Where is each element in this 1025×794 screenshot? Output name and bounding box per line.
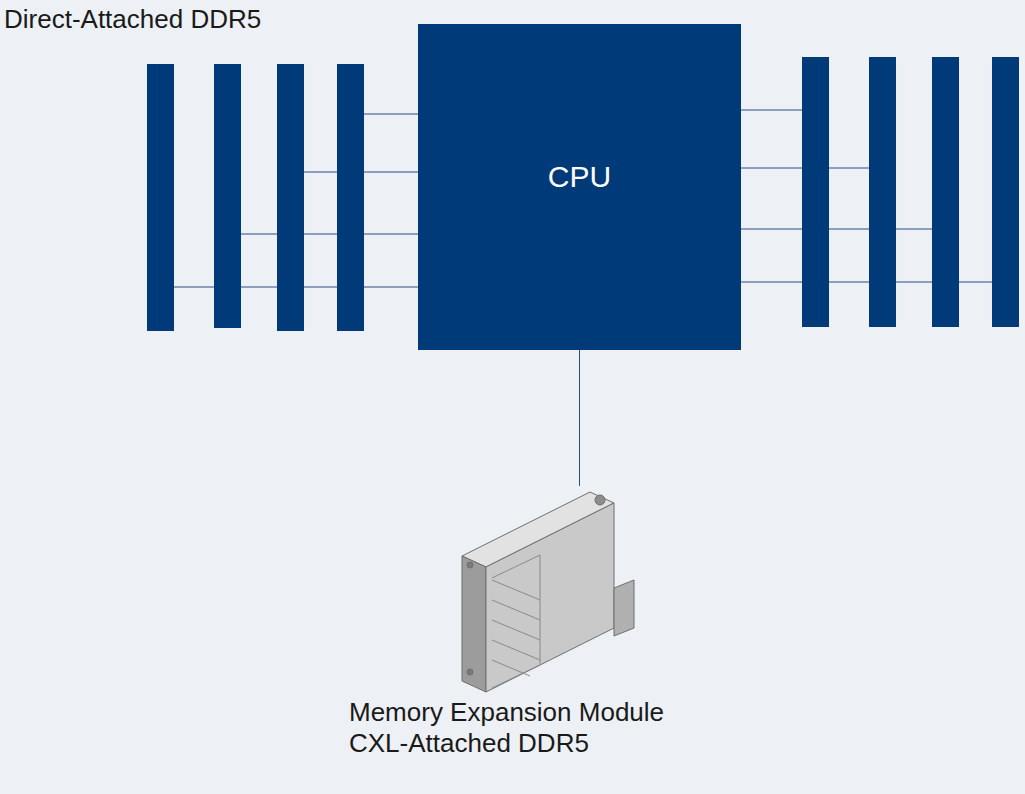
memory-module: Memory Expansion ModuleCXL-Attached DDR5 [340,486,700,776]
section-label: Direct-Attached DDR5 [4,4,261,35]
memory-module-illustration [462,492,634,692]
module-caption: Memory Expansion ModuleCXL-Attached DDR5 [349,697,664,759]
module-label: CXL-Attached DDR5 [349,728,664,759]
connector-line [579,350,580,486]
box-label: CPU [548,160,611,194]
cpu-box: CPU [418,24,741,350]
module-label: Memory Expansion Module [349,697,664,728]
